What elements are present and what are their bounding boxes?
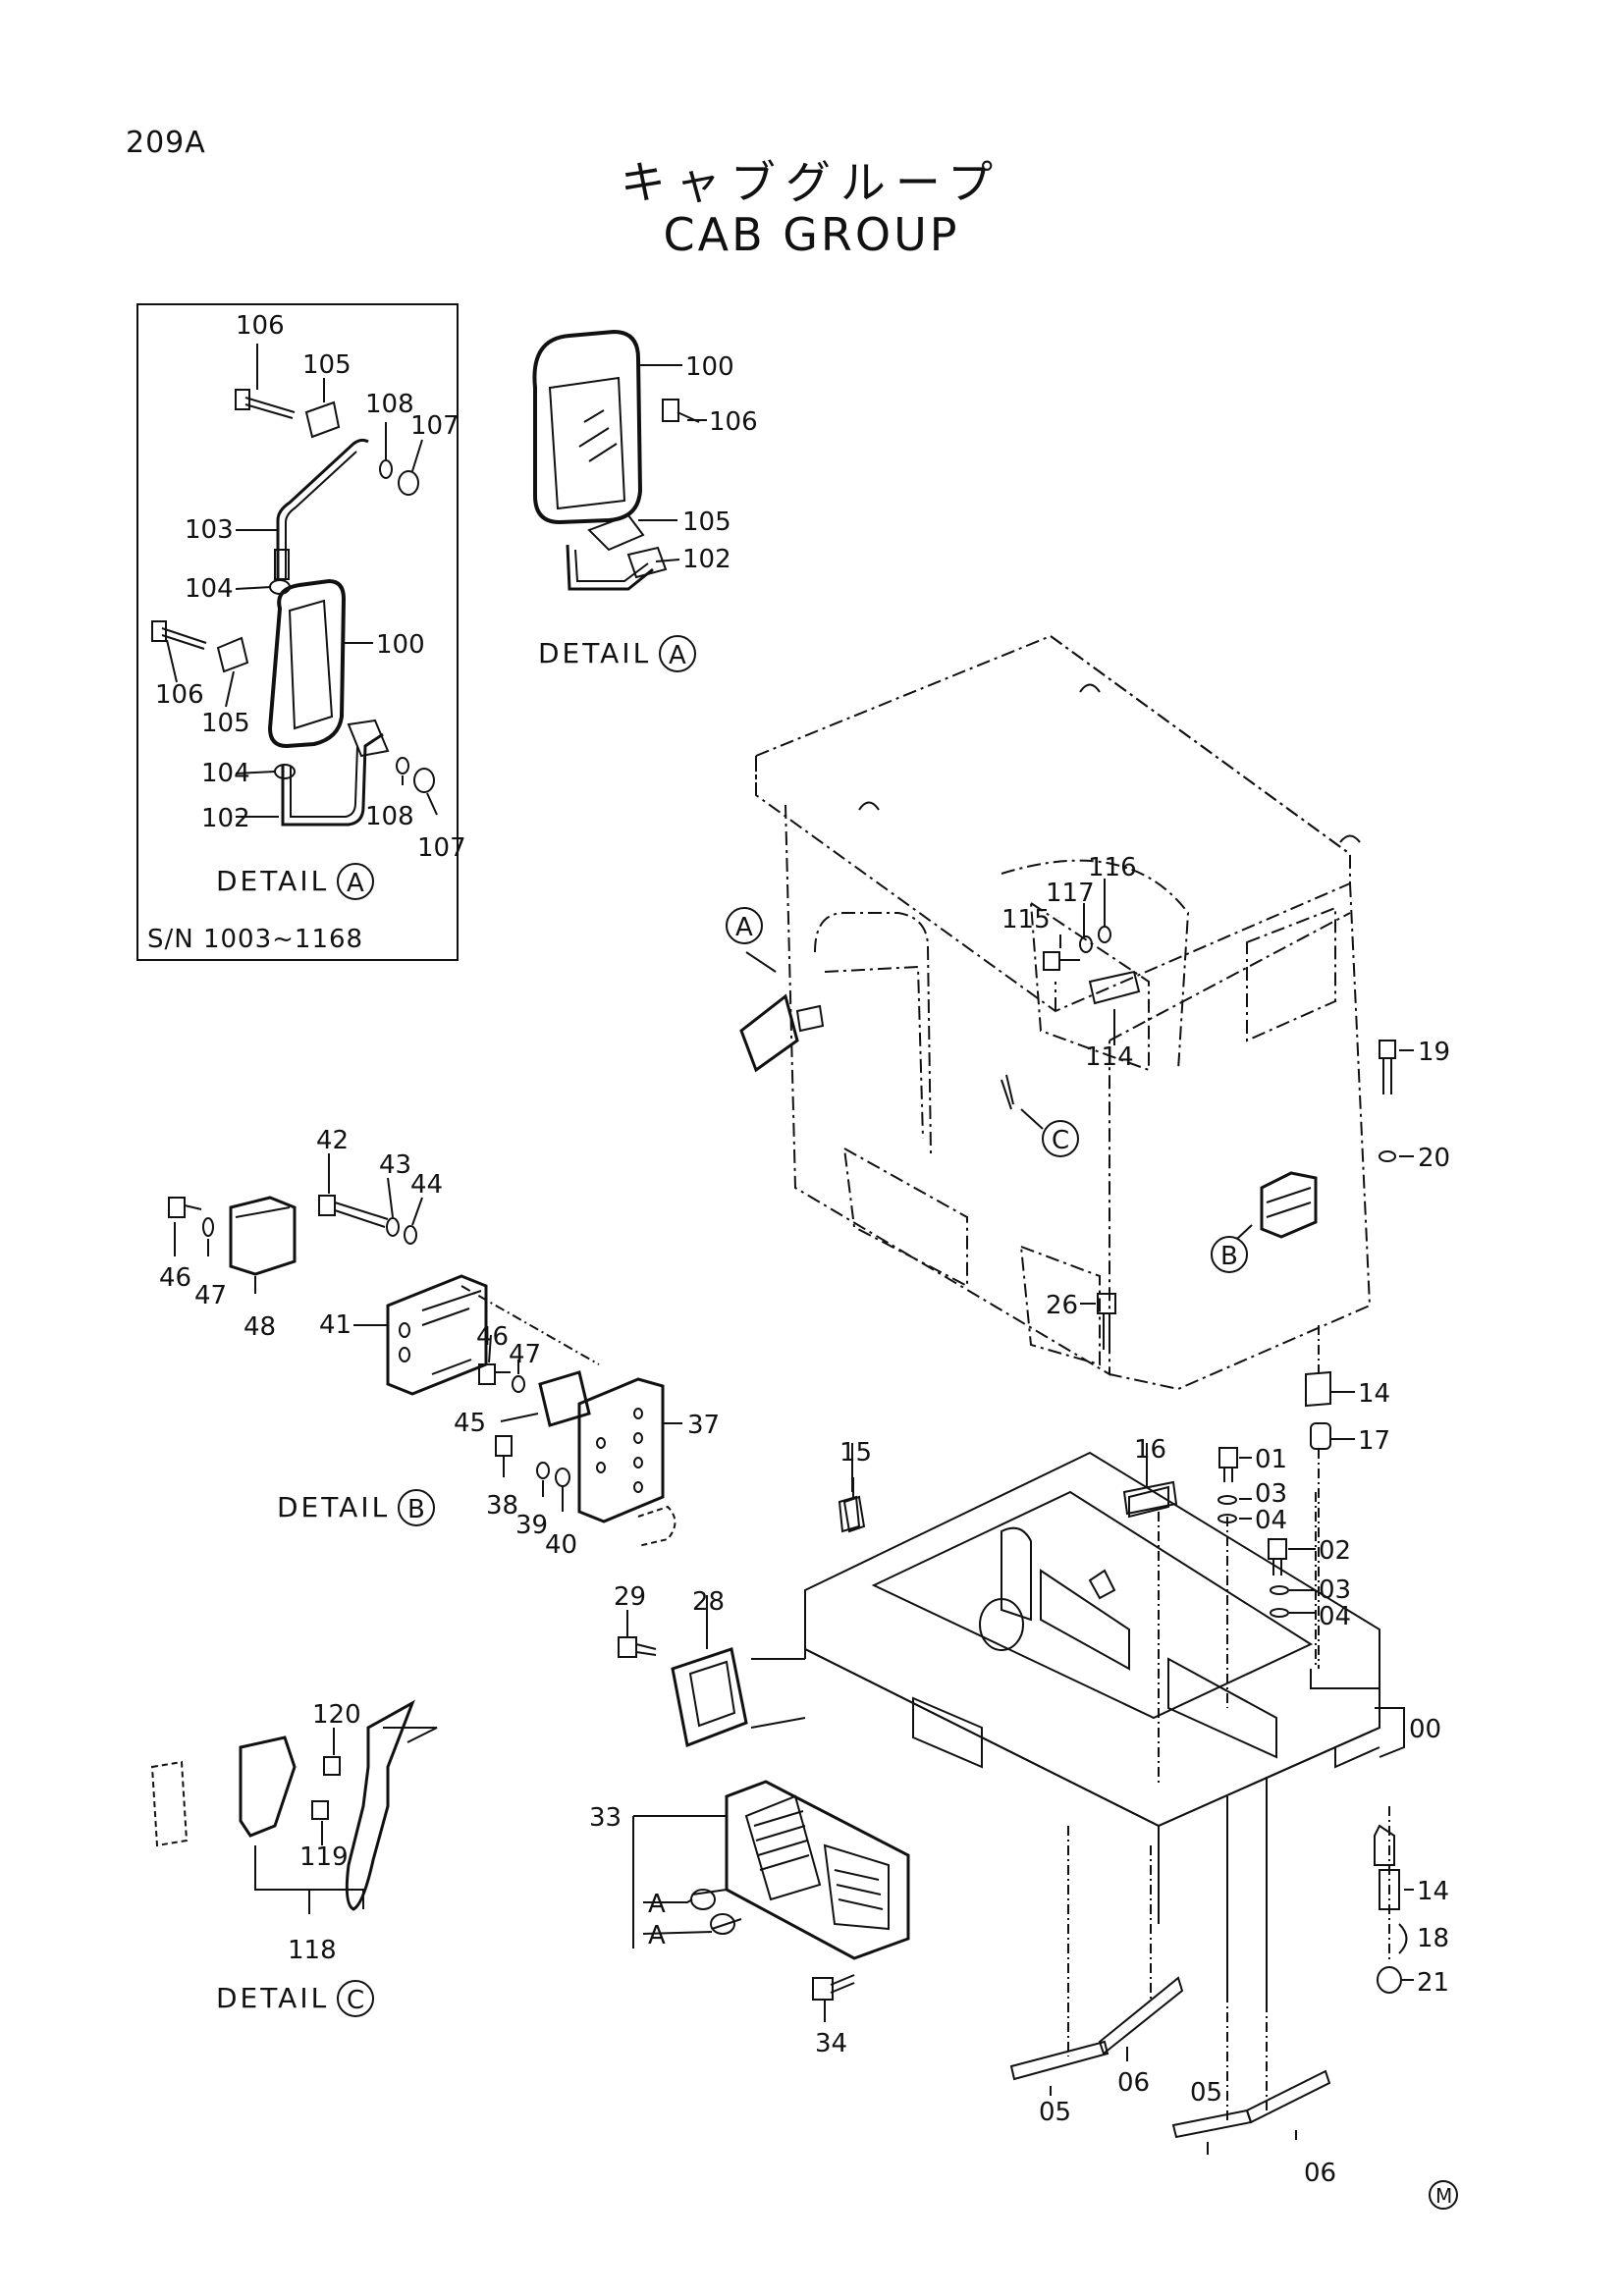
callout: A [648,1921,666,1950]
callout: 115 [1001,905,1051,934]
base-frame [804,1451,1405,2002]
callout: 14 [1417,1877,1449,1906]
callout: 104 [185,574,234,604]
callout: 21 [1417,1968,1449,1998]
circle-letter: B [1220,1242,1238,1271]
cab-parts [739,879,1414,1350]
detail-b [168,1153,682,1547]
callout: 45 [454,1409,486,1438]
callout: 14 [1358,1379,1390,1409]
callout: 18 [1417,1924,1449,1953]
callout: 04 [1319,1602,1351,1631]
callout: 38 [486,1491,518,1521]
callout: 47 [509,1340,541,1369]
callout: 42 [316,1126,349,1155]
callout: 19 [1418,1038,1450,1067]
callout: 34 [815,2029,847,2058]
callout: 41 [319,1310,352,1340]
callout: 106 [709,407,758,437]
callout: 105 [682,507,731,537]
callout: 03 [1255,1479,1287,1509]
circle-letter: C [1052,1126,1069,1155]
circle-letter: B [407,1495,425,1524]
callout: 16 [1134,1435,1166,1465]
callout: 116 [1088,853,1137,882]
callout: 04 [1255,1506,1287,1535]
callout: 17 [1358,1426,1390,1456]
callout: 105 [302,350,352,380]
callout: 43 [379,1150,411,1180]
callout: 06 [1304,2159,1336,2188]
callout: 00 [1409,1715,1441,1744]
detail-a-inset [136,303,459,961]
callout: 05 [1039,2098,1071,2127]
callout: A [648,1890,666,1919]
callout: 44 [410,1170,443,1200]
page-number: 209A [126,126,206,160]
callout: 117 [1046,879,1095,908]
detail-caption: DETAIL [277,1491,390,1523]
circle-letter: M [1435,2184,1452,2208]
callout: 40 [545,1530,577,1560]
callout: 33 [589,1803,622,1833]
callout: 01 [1255,1445,1287,1474]
detail-c [150,1699,438,1914]
callout: 107 [410,411,460,441]
detail-a-mirror [532,329,707,591]
callout: 46 [476,1322,509,1352]
callout: 106 [155,680,204,710]
cab-body [755,634,1372,1391]
callout: 102 [682,545,731,574]
callout: 104 [201,759,250,788]
base-parts [618,1325,1414,2155]
callout: 26 [1046,1291,1078,1320]
callout: 28 [692,1587,725,1617]
callout-labels: 106 105 108 107 103 104 100 106 105 104 … [155,311,1450,2188]
title-english: CAB GROUP [663,208,960,261]
callout: 20 [1418,1144,1450,1173]
callout: 47 [194,1281,227,1310]
callout: 114 [1085,1042,1134,1072]
callout: 102 [201,804,250,833]
callout: 37 [687,1411,720,1440]
circle-letter: A [669,641,686,670]
callout: 119 [299,1842,349,1872]
callout: 118 [288,1936,337,1965]
callout: 106 [236,311,285,341]
detail-captions: DETAIL A S/N 1003~1168 DETAIL A DETAIL B… [147,635,1458,2210]
detail-caption: DETAIL [216,1982,329,2014]
callout: 107 [417,833,466,863]
title-japanese: キャブグループ [620,156,1003,209]
callout: 48 [243,1312,276,1342]
detail-caption: DETAIL [216,865,329,897]
callout: 02 [1319,1536,1351,1566]
callout: 06 [1117,2068,1150,2098]
serial-note: S/N 1003~1168 [147,925,363,954]
callout: 100 [376,630,425,660]
callout: 05 [1190,2078,1222,2108]
callout: 03 [1319,1575,1351,1605]
circle-letter: A [735,913,753,942]
callout: 100 [685,352,734,382]
cab-lift-eyes [858,683,1361,843]
circle-letter: A [347,869,364,898]
callout: 120 [312,1700,361,1730]
callout: 15 [839,1438,872,1468]
callout: 29 [614,1582,646,1612]
detail-caption: DETAIL [538,637,651,669]
callout: 108 [365,802,414,831]
callout: 39 [515,1511,548,1540]
callout: 46 [159,1263,191,1293]
callout: 105 [201,709,250,738]
circle-letter: C [347,1986,364,2015]
callout: 108 [365,390,414,419]
callout: 103 [185,515,234,545]
